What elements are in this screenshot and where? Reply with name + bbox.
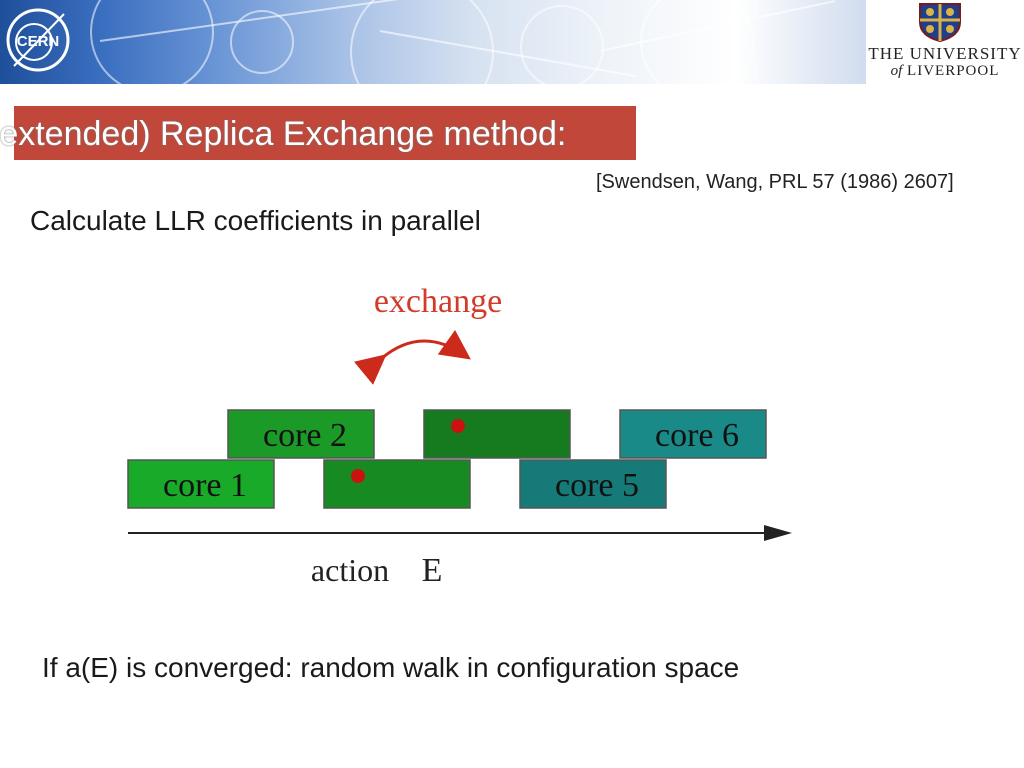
cern-logo: CERN (4, 6, 72, 74)
core-block (424, 410, 570, 458)
banner-swirl (90, 0, 214, 84)
exchange-label: exchange (374, 283, 502, 320)
exchange-arrow-icon (382, 341, 466, 358)
replica-exchange-diagram: exchange core 1 core 2 core 5 core 6 action… (120, 280, 800, 600)
university-crest-icon (912, 2, 968, 42)
university-of-word: of (891, 63, 903, 79)
university-name-city: LIVERPOOL (907, 63, 999, 79)
axis-label-e: E (422, 552, 443, 589)
core-label: core 1 (163, 467, 247, 504)
university-name-line1: THE UNIVERSITY (866, 44, 1024, 64)
replica-dot (451, 419, 465, 433)
replica-dot (351, 469, 365, 483)
axis-label-action: action (311, 552, 389, 588)
header-banner: CERN (0, 0, 866, 84)
cern-logo-text: CERN (17, 33, 60, 50)
cores-group: core 1 core 2 core 5 core 6 (128, 410, 766, 508)
citation: [Swendsen, Wang, PRL 57 (1986) 2607] (596, 171, 1024, 194)
slide-title: (extended) Replica Exchange method: (0, 112, 680, 156)
core-label: core 6 (655, 417, 739, 454)
banner-swirl (520, 5, 604, 84)
slide-subtitle: Calculate LLR coefficients in parallel (30, 205, 481, 237)
university-name-line2: of LIVERPOOL (866, 63, 1024, 80)
core-label: core 5 (555, 467, 639, 504)
banner-swirl (350, 0, 494, 84)
bottom-text: If a(E) is converged: random walk in con… (42, 652, 739, 684)
university-logo: THE UNIVERSITY of LIVERPOOL (866, 0, 1024, 84)
core-label: core 2 (263, 417, 347, 454)
banner-swirl (640, 0, 754, 84)
core-block (324, 460, 470, 508)
